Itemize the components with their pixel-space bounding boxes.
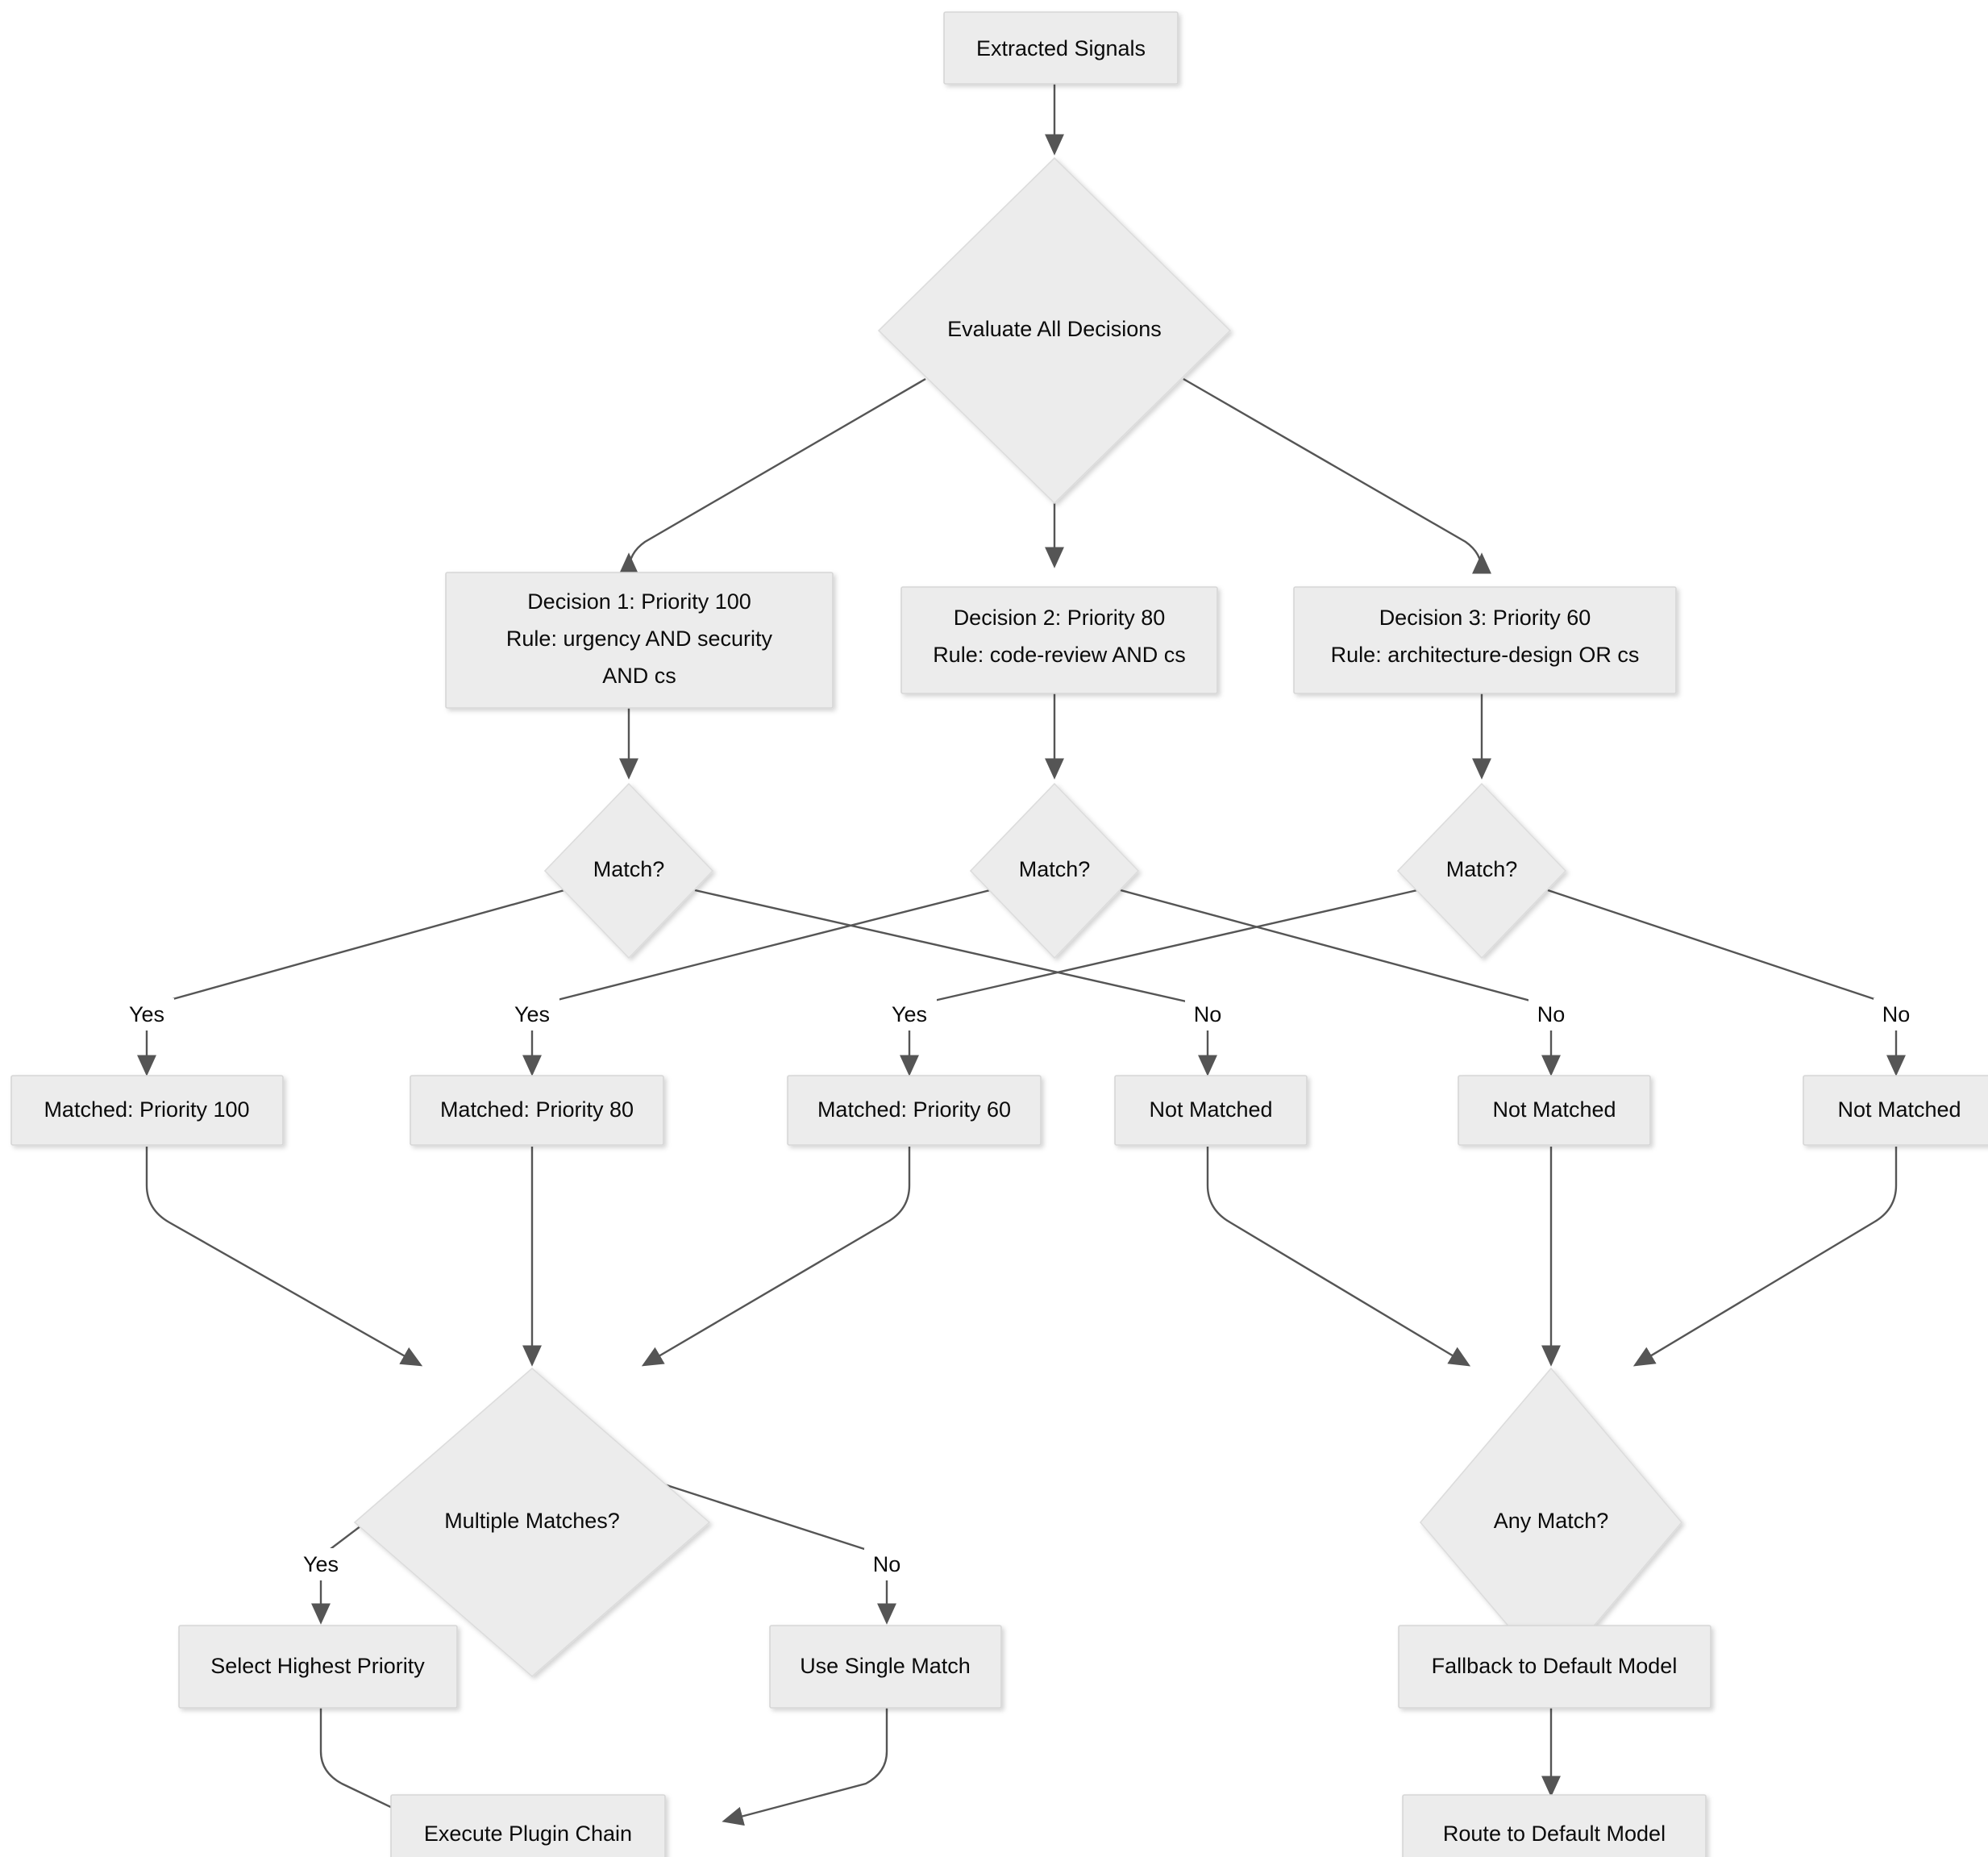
node-evaluate-all-decisions[interactable]: Evaluate All Decisions	[877, 156, 1232, 505]
node-label-extracted-signals: Extracted Signals	[976, 36, 1146, 60]
edge-label-match1-yes: Yes	[129, 1002, 164, 1026]
edge-usesingle-to-execute	[722, 1708, 888, 1826]
node-label-not-matched-3: Not Matched	[1837, 1097, 1961, 1122]
node-use-single-match[interactable]: Use Single Match	[769, 1625, 1002, 1709]
node-label-select-highest: Select Highest Priority	[210, 1654, 425, 1678]
node-label-fallback-default: Fallback to Default Model	[1432, 1654, 1678, 1678]
node-label-decision2-line2: Rule: code-review AND cs	[933, 643, 1186, 667]
edge-match2-yes	[531, 889, 991, 1008]
edge-select-to-execute	[319, 1708, 423, 1823]
node-select-highest-priority[interactable]: Select Highest Priority	[178, 1625, 458, 1709]
edge-label-multiple-yes: Yes	[303, 1552, 339, 1576]
node-label-route-default: Route to Default Model	[1443, 1822, 1666, 1846]
node-label-match-3: Match?	[1446, 857, 1518, 881]
node-extracted-signals[interactable]: Extracted Signals	[943, 11, 1179, 85]
node-multiple-matches[interactable]: Multiple Matches?	[353, 1367, 711, 1678]
node-match-2[interactable]: Match?	[969, 782, 1140, 960]
node-execute-plugin-chain[interactable]: Execute Plugin Chain	[390, 1794, 666, 1857]
node-label-decision1-line2: Rule: urgency AND security	[506, 627, 773, 651]
node-decision-1[interactable]: Decision 1: Priority 100 Rule: urgency A…	[445, 572, 834, 709]
node-label-multiple-matches: Multiple Matches?	[444, 1509, 620, 1533]
node-decision-2[interactable]: Decision 2: Priority 80 Rule: code-revie…	[900, 586, 1218, 694]
edge-evaluate-to-decision3	[1183, 377, 1491, 574]
node-label-any-match: Any Match?	[1494, 1509, 1609, 1533]
edge-notmatched1-to-any	[1206, 1147, 1471, 1367]
node-not-matched-2[interactable]: Not Matched	[1458, 1075, 1651, 1146]
node-label-evaluate-all-decisions: Evaluate All Decisions	[947, 317, 1162, 341]
node-fallback-to-default-model[interactable]: Fallback to Default Model	[1398, 1625, 1711, 1709]
node-label-decision2-line1: Decision 2: Priority 80	[954, 606, 1166, 630]
node-label-matched-80: Matched: Priority 80	[440, 1097, 634, 1122]
node-not-matched-1[interactable]: Not Matched	[1114, 1075, 1308, 1146]
edge-label-match2-no: No	[1537, 1002, 1566, 1026]
node-label-matched-60: Matched: Priority 60	[817, 1097, 1011, 1122]
edge-label-match1-no: No	[1194, 1002, 1222, 1026]
node-match-3[interactable]: Match?	[1396, 782, 1567, 960]
edge-match1-no	[694, 889, 1208, 1008]
node-label-match-2: Match?	[1019, 857, 1091, 881]
edge-match3-yes	[909, 889, 1418, 1008]
node-label-decision1-line3: AND cs	[602, 664, 676, 688]
edge-label-match3-yes: Yes	[892, 1002, 927, 1026]
edge-matched60-to-multiple	[641, 1147, 911, 1367]
node-matched-priority-80[interactable]: Matched: Priority 80	[410, 1075, 664, 1146]
node-matched-priority-100[interactable]: Matched: Priority 100	[10, 1075, 284, 1146]
node-label-match-1: Match?	[593, 857, 665, 881]
node-not-matched-3[interactable]: Not Matched	[1803, 1075, 1988, 1146]
node-label-execute-plugin-chain: Execute Plugin Chain	[424, 1822, 632, 1846]
edge-match2-no	[1120, 889, 1552, 1008]
node-match-1[interactable]: Match?	[543, 782, 714, 960]
node-label-use-single-match: Use Single Match	[800, 1654, 971, 1678]
edge-notmatched3-to-any	[1632, 1147, 1898, 1367]
node-label-decision3-line1: Decision 3: Priority 60	[1379, 606, 1591, 630]
node-label-not-matched-2: Not Matched	[1492, 1097, 1616, 1122]
edge-multiple-no	[636, 1474, 888, 1558]
edge-match1-yes	[146, 889, 565, 1008]
edge-label-match2-yes: Yes	[514, 1002, 550, 1026]
node-route-to-default-model[interactable]: Route to Default Model	[1402, 1794, 1707, 1857]
edge-matched100-to-multiple	[145, 1147, 423, 1367]
edge-evaluate-to-decision1	[619, 377, 926, 574]
node-any-match[interactable]: Any Match?	[1419, 1367, 1683, 1678]
node-decision-3[interactable]: Decision 3: Priority 60 Rule: architectu…	[1293, 586, 1677, 694]
edge-label-match3-no: No	[1882, 1002, 1911, 1026]
node-label-matched-100: Matched: Priority 100	[44, 1097, 249, 1122]
edge-layer	[137, 84, 1906, 1826]
node-label-decision1-line1: Decision 1: Priority 100	[527, 589, 751, 614]
node-label-not-matched-1: Not Matched	[1149, 1097, 1272, 1122]
node-label-decision3-line2: Rule: architecture-design OR cs	[1331, 643, 1640, 667]
node-matched-priority-60[interactable]: Matched: Priority 60	[787, 1075, 1042, 1146]
edge-label-multiple-no: No	[873, 1552, 901, 1576]
edge-match3-no	[1547, 889, 1897, 1008]
